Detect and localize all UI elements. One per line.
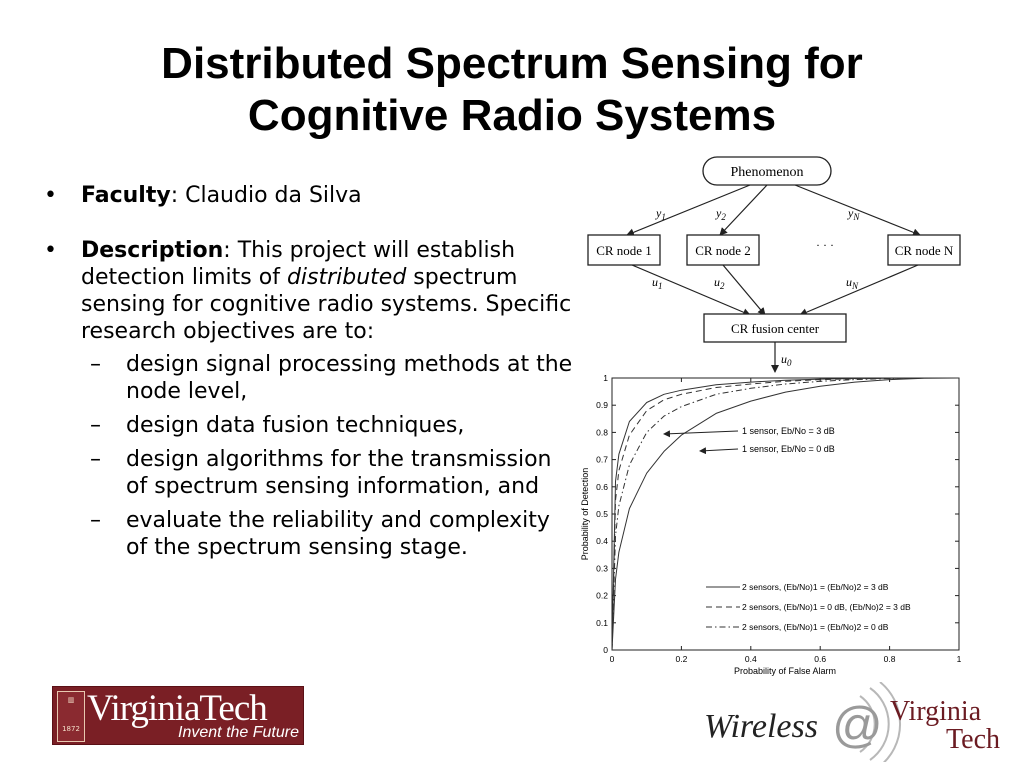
bullet-dot: • — [44, 238, 57, 263]
plot-frame — [611, 377, 960, 651]
bullet-dot: • — [44, 183, 57, 208]
ellipsis: · · · — [816, 238, 834, 252]
objective-text: design signal processing methods at the … — [126, 352, 573, 404]
label-u0: u0 — [781, 352, 792, 368]
annotation-text: 1 sensor, Eb/No = 3 dB — [742, 426, 835, 436]
y-tick-label: 0.2 — [596, 591, 608, 601]
roc-chart: 0 0.1 0.2 0.3 0.4 0.5 0.6 0.7 0.8 0.9 1 0 0.2 0.4 0.6… — [580, 373, 962, 676]
roc-curve-2 — [611, 377, 959, 651]
legend-entry: 2 sensors, (Eb/No)1 = (Eb/No)2 = 0 dB — [742, 622, 889, 632]
roc-curve-3 — [611, 377, 959, 651]
x-axis-label: Probability of False Alarm — [734, 666, 836, 676]
phenomenon-label: Phenomenon — [730, 165, 803, 180]
label-y2: y2 — [715, 206, 726, 222]
vt-logo-name: VirginiaTech — [87, 688, 268, 729]
phenomenon-node: Phenomenon — [702, 156, 832, 186]
roc-curve-4 — [611, 377, 960, 651]
wireless-virginia: Virginia — [890, 696, 982, 727]
sensing-network-diagram: Phenomenon y1 y2 yN CR node 1 CR node 2 … — [587, 156, 961, 373]
x-tick-label: 0.4 — [745, 654, 757, 664]
legend-entry: 2 sensors, (Eb/No)1 = (Eb/No)2 = 3 dB — [742, 582, 889, 592]
label-u1: u1 — [652, 275, 663, 291]
faculty-label: Faculty — [81, 183, 171, 208]
vt-logo-tagline: Invent the Future — [178, 724, 299, 741]
cr-node-1: CR node 1 — [587, 234, 661, 266]
cr-node-2-label: CR node 2 — [695, 243, 751, 258]
fusion-center: CR fusion center — [703, 313, 847, 343]
description-label: Description — [81, 238, 224, 263]
objective-text: design algorithms for the transmission o… — [126, 447, 552, 499]
vt-seal-icon: ▥ 1872 — [57, 691, 85, 742]
label-yN: yN — [847, 206, 860, 222]
y-tick-label: 0.8 — [596, 427, 608, 437]
legend: 2 sensors, (Eb/No)1 = (Eb/No)2 = 3 dB 2 … — [706, 582, 911, 632]
wireless-at-sign: @ — [832, 697, 883, 753]
description-text-b: spectrum sensing for cognitive radio sys… — [81, 265, 572, 344]
annotation-text: 1 sensor, Eb/No = 0 dB — [742, 444, 835, 454]
objective-text: evaluate the reliability and complexity … — [126, 508, 550, 560]
bullet-description: • Description: This project will establi… — [44, 237, 574, 561]
x-tick-label: 0.2 — [675, 654, 687, 664]
x-tick-label: 0 — [610, 654, 615, 664]
slide-title: Distributed Spectrum Sensing for Cogniti… — [0, 38, 1024, 142]
annotation-3db: 1 sensor, Eb/No = 3 dB — [663, 426, 835, 438]
y-tick-label: 0 — [603, 645, 608, 655]
cr-node-2: CR node 2 — [686, 234, 760, 266]
objective-item: –design algorithms for the transmission … — [90, 447, 552, 499]
objective-text: design data fusion techniques, — [126, 413, 465, 438]
virginia-tech-logo: ▥ 1872 VirginiaTech Invent the Future — [52, 686, 304, 745]
title-line-2: Cognitive Radio Systems — [247, 91, 777, 140]
objective-item: –design signal processing methods at the… — [90, 352, 573, 404]
fusion-center-label: CR fusion center — [731, 321, 820, 336]
y-tick-label: 0.7 — [596, 455, 608, 465]
cr-node-n: CR node N — [887, 234, 961, 266]
wireless-at-virginia-tech-logo: Wireless @ Virginia Tech — [704, 682, 1000, 762]
description-text-a: : This project will establish detection … — [81, 238, 516, 290]
y-tick-label: 0.9 — [596, 400, 608, 410]
description-italic: distributed — [286, 265, 407, 290]
bullet-faculty: • Faculty: Claudio da Silva — [44, 182, 574, 209]
y-tick-label: 0.4 — [596, 536, 608, 546]
vt-seal-year: 1872 — [62, 725, 80, 733]
wireless-waves-icon — [859, 682, 902, 762]
wireless-word: Wireless — [704, 708, 818, 745]
cr-node-n-label: CR node N — [895, 243, 954, 258]
y-tick-label: 1 — [603, 373, 608, 383]
x-tick-label: 0.6 — [814, 654, 826, 664]
faculty-value: : Claudio da Silva — [170, 183, 362, 208]
objectives-list: –design signal processing methods at the… — [81, 351, 574, 561]
x-tick-label: 0.8 — [884, 654, 896, 664]
y-axis-label: Probability of Detection — [580, 468, 590, 561]
x-tick-label: 1 — [957, 654, 962, 664]
objective-item: –evaluate the reliability and complexity… — [90, 508, 550, 560]
wireless-tech: Tech — [946, 724, 1000, 755]
legend-entry: 2 sensors, (Eb/No)1 = 0 dB, (Eb/No)2 = 3… — [742, 602, 911, 612]
y-tick-label: 0.6 — [596, 482, 608, 492]
roc-curves — [611, 377, 960, 651]
bullet-list: • Faculty: Claudio da Silva • Descriptio… — [44, 182, 574, 589]
cr-node-1-label: CR node 1 — [596, 243, 652, 258]
label-y1: y1 — [655, 206, 666, 222]
label-u2: u2 — [714, 275, 725, 291]
y-tick-label: 0.5 — [596, 509, 608, 519]
objective-item: –design data fusion techniques, — [90, 413, 465, 438]
y-tick-label: 0.3 — [596, 563, 608, 573]
annotation-0db: 1 sensor, Eb/No = 0 dB — [699, 444, 835, 455]
label-uN: uN — [846, 275, 859, 291]
title-line-1: Distributed Spectrum Sensing for — [161, 39, 863, 88]
y-tick-label: 0.1 — [596, 618, 608, 628]
